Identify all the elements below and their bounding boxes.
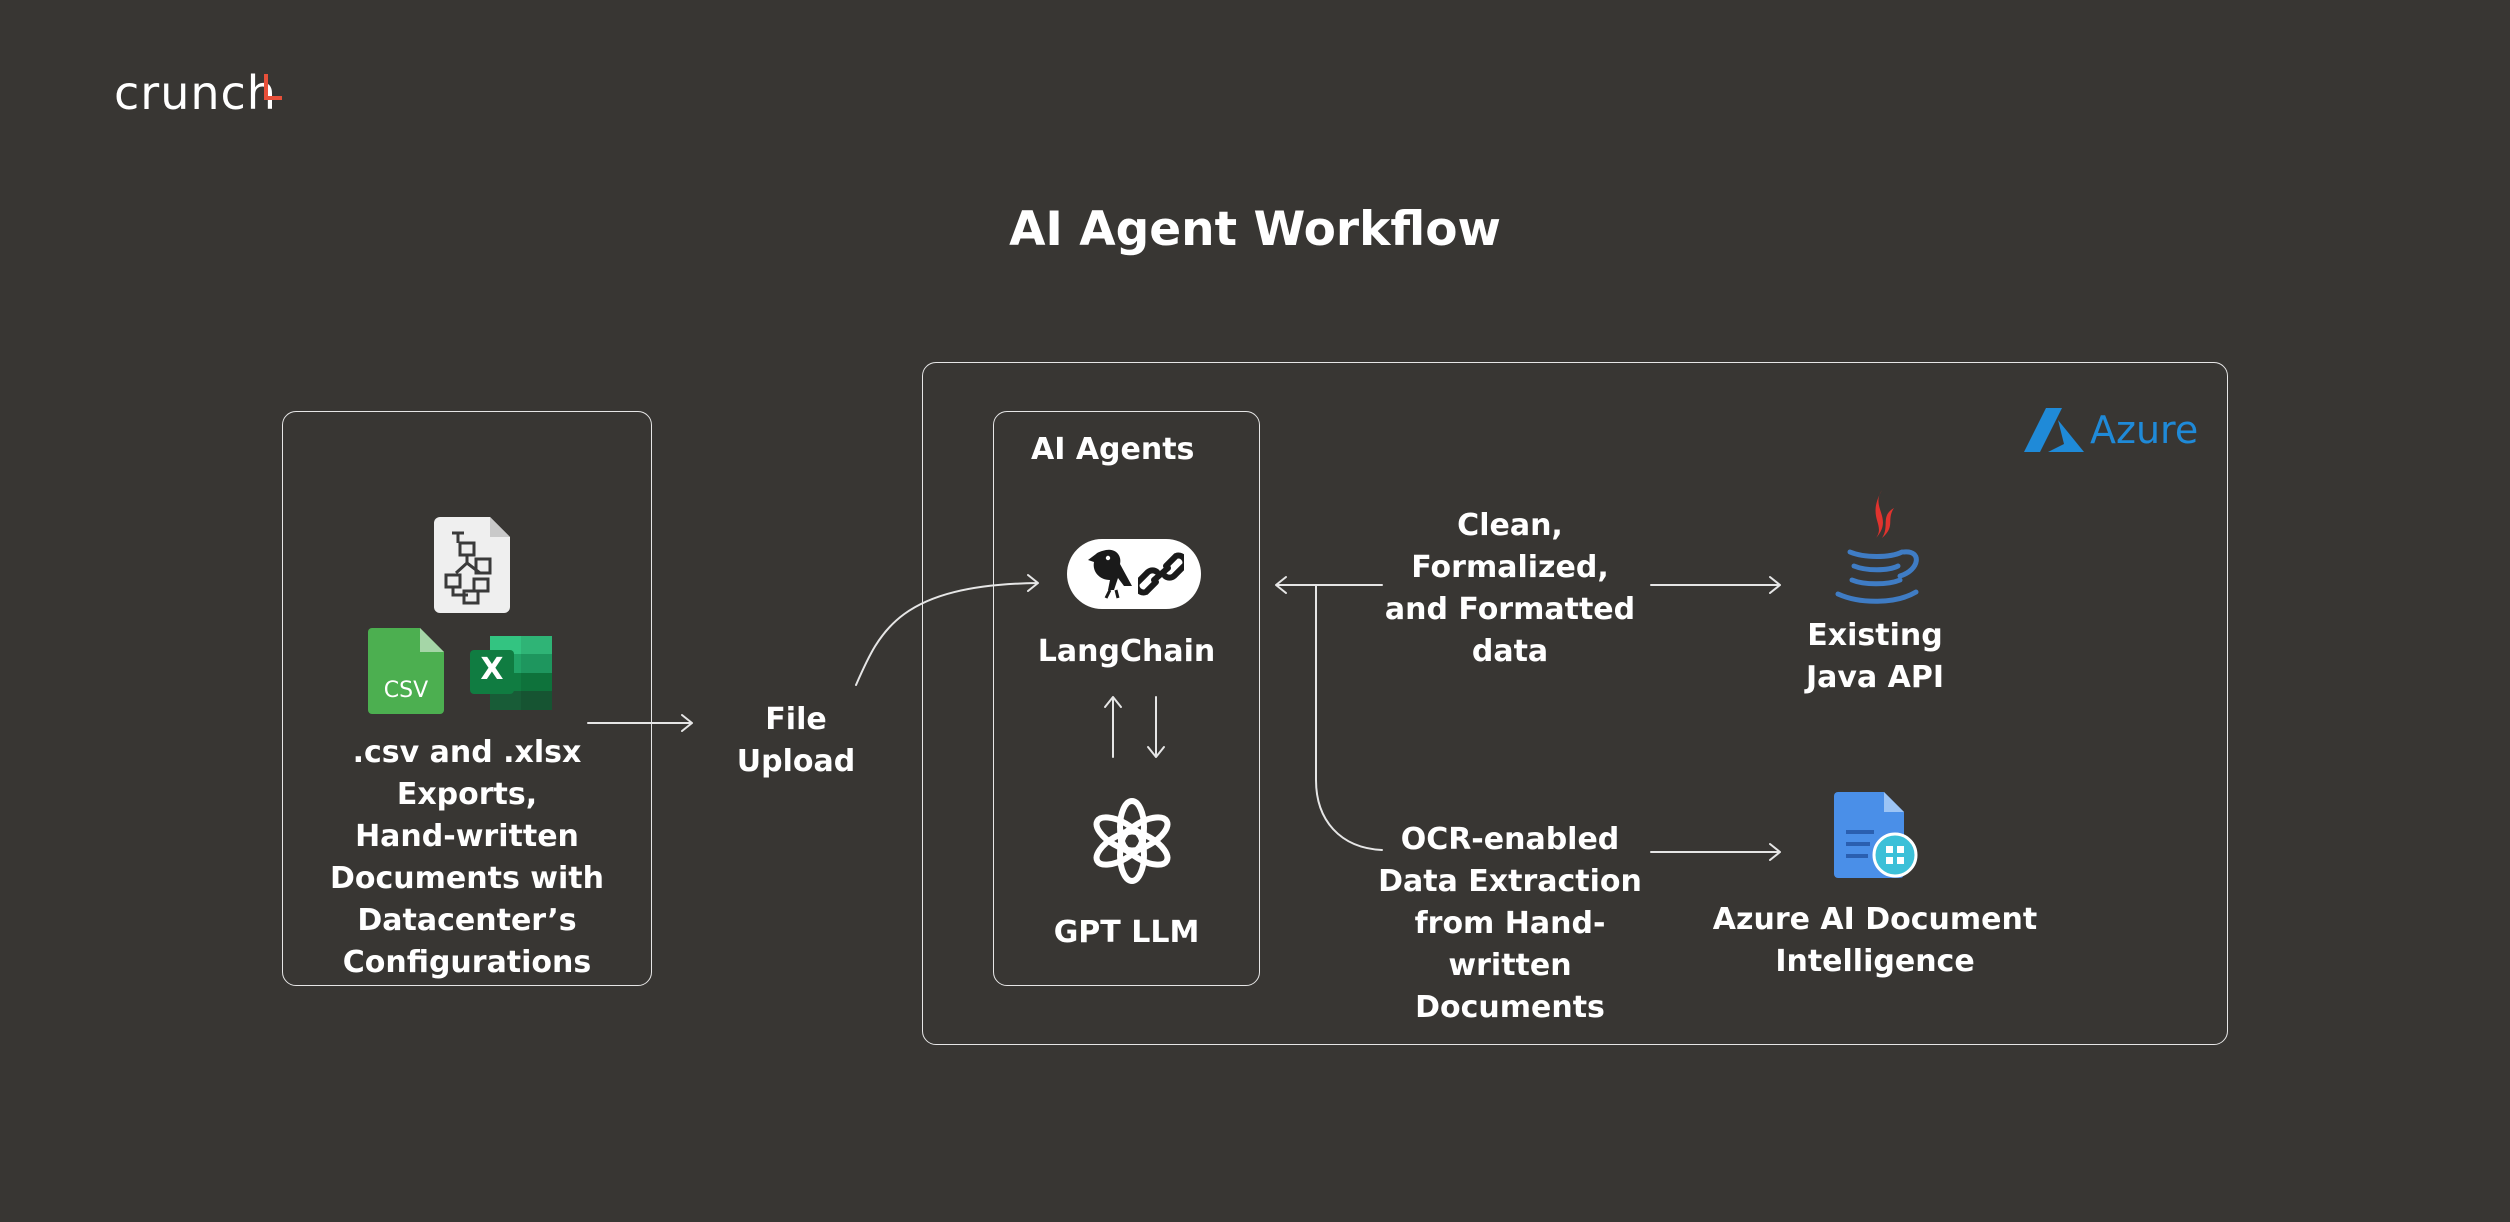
ocr-label-line: from Hand-written [1414, 906, 1606, 983]
sources-label-line: Documents with [330, 861, 604, 896]
ocr-label-line: Data Extraction [1378, 864, 1642, 899]
clean-to-agents-arrow [1275, 576, 1383, 594]
to-java-arrow [1650, 576, 1781, 594]
gpt-llm-label: GPT LLM [1053, 915, 1200, 950]
azure-logo-icon [2024, 408, 2084, 452]
excel-badge: X [480, 652, 504, 687]
ocr-label-line: Documents [1415, 990, 1605, 1025]
sources-label: .csv and .xlsx Exports, Hand-written Doc… [282, 732, 652, 984]
crunch-logo: crunch [114, 70, 277, 116]
csv-badge: CSV [383, 678, 429, 703]
doc-intel-label-line: Intelligence [1775, 944, 1975, 979]
clean-data-line: and Formatted [1384, 592, 1636, 627]
java-icon [1835, 490, 1919, 604]
azure-box [922, 362, 2228, 1045]
java-api-label: Existing Java API [1775, 615, 1975, 699]
page-title: AI Agent Workflow [1009, 202, 1501, 257]
clean-data-label: Clean, Formalized, and Formatted data [1360, 505, 1660, 673]
doc-intel-label-line: Azure AI Document [1712, 902, 2038, 937]
azure-document-intelligence-icon [1834, 792, 1918, 878]
upload-to-agents-curve [855, 574, 1039, 686]
upload-arrow [587, 714, 693, 732]
arrow-down [1147, 696, 1165, 758]
file-upload-label: File Upload [736, 702, 856, 779]
flowchart-document-icon [434, 517, 510, 613]
ocr-label-line: OCR-enabled [1400, 822, 1620, 857]
ocr-label: OCR-enabled Data Extraction from Hand-wr… [1360, 819, 1660, 1029]
csv-file-icon [368, 628, 444, 714]
doc-intelligence-label: Azure AI Document Intelligence [1700, 899, 2050, 983]
sources-box [282, 411, 652, 986]
ai-agents-box [993, 411, 1260, 986]
openai-icon [1093, 798, 1171, 884]
ai-agents-title: AI Agents [1031, 432, 1195, 467]
sources-label-line: Configurations [342, 945, 592, 980]
clean-data-line: Clean, Formalized, [1411, 508, 1609, 585]
sources-label-line: .csv and .xlsx Exports, [352, 735, 582, 812]
langchain-label: LangChain [1037, 634, 1216, 669]
arrow-up [1104, 696, 1122, 758]
java-label-line: Existing [1807, 618, 1943, 653]
logo-accent-icon [264, 74, 282, 100]
azure-label: Azure [2090, 408, 2199, 452]
parrot-icon [1088, 549, 1132, 599]
java-label-line: Java API [1805, 660, 1945, 695]
ocr-branch-curve [1315, 584, 1383, 851]
logo-text: crunch [114, 66, 277, 120]
clean-data-line: data [1471, 634, 1549, 669]
sources-label-line: Hand-written [355, 819, 579, 854]
sources-label-line: Datacenter’s [357, 903, 577, 938]
chain-link-icon [1138, 552, 1184, 596]
to-doc-intel-arrow [1650, 843, 1781, 861]
excel-icon [470, 636, 552, 710]
